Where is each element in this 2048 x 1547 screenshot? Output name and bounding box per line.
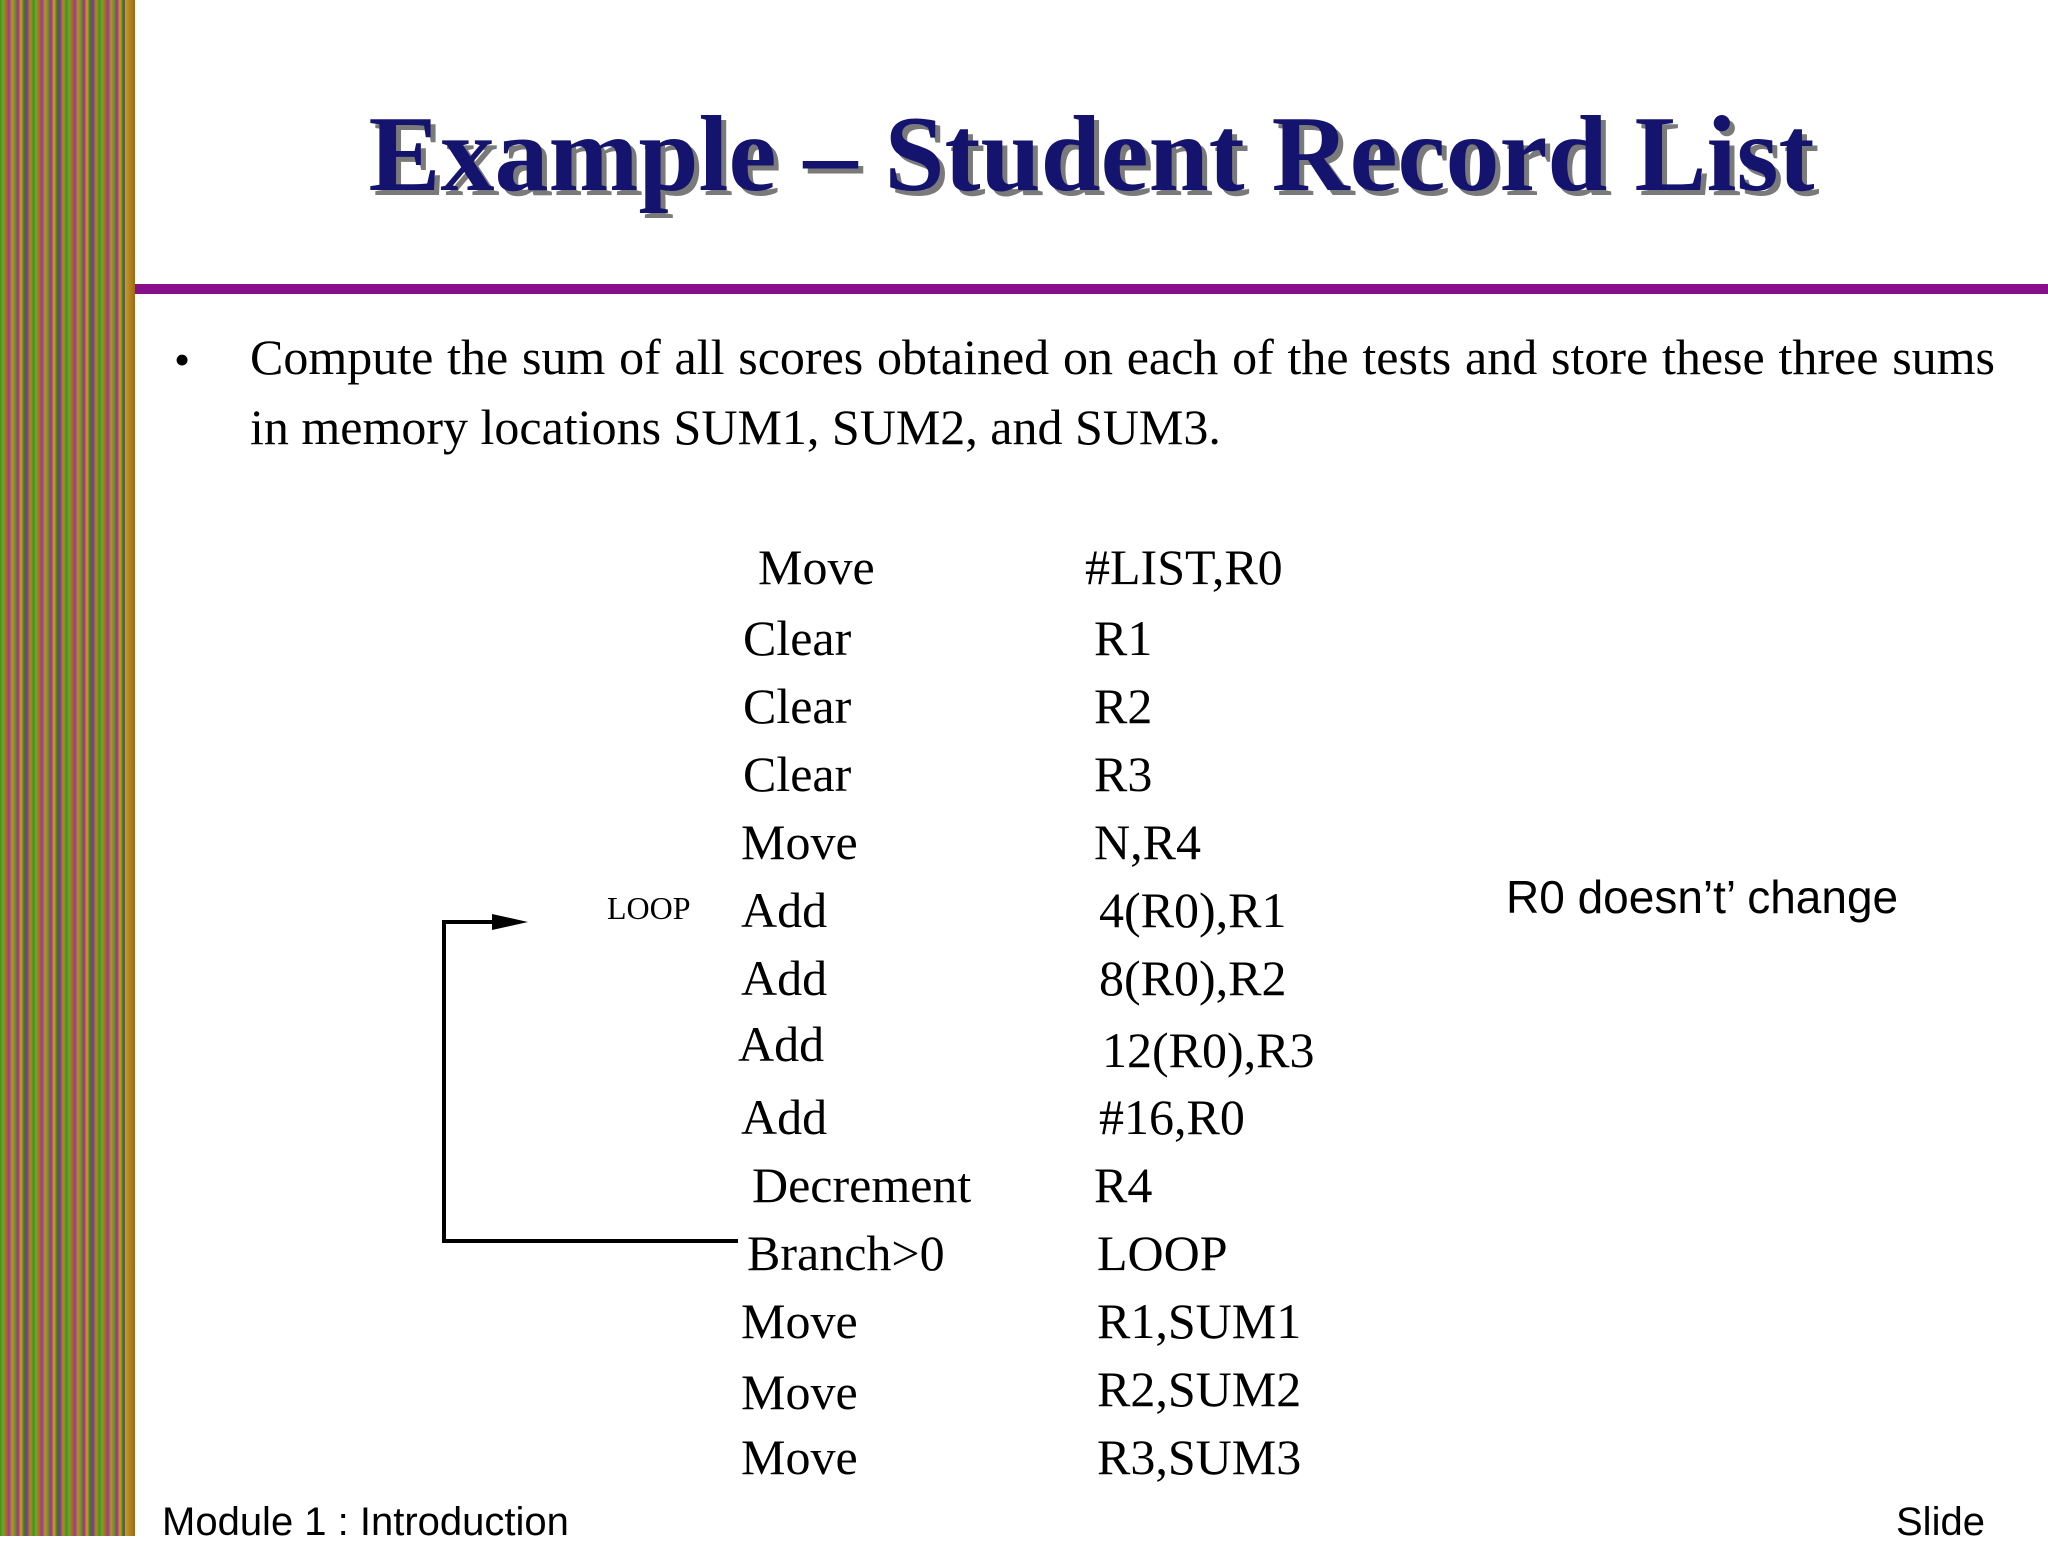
program-op: Add	[741, 882, 828, 938]
program-op: Add	[741, 950, 828, 1006]
program-op: Move	[741, 1429, 858, 1485]
program-arg: R1,SUM1	[1097, 1293, 1302, 1349]
bullet-icon: •	[174, 334, 191, 385]
decorative-side-stripes	[0, 0, 135, 1536]
program-arg: R1	[1094, 610, 1153, 666]
program-arg: R2,SUM2	[1097, 1361, 1302, 1417]
program-op: Move	[741, 1364, 858, 1420]
program-arg: #LIST,R0	[1085, 539, 1283, 595]
program-arg: 8(R0),R2	[1099, 950, 1287, 1006]
program-arg: N,R4	[1094, 814, 1201, 870]
bullet-text: Compute the sum of all scores obtained o…	[250, 329, 1995, 455]
program-op: Add	[741, 1089, 828, 1145]
slide-title: Example – Student Record List	[368, 95, 1815, 214]
program-op: Clear	[743, 746, 852, 802]
program-op: Add	[738, 1016, 825, 1072]
program-arg: #16,R0	[1099, 1089, 1245, 1145]
program-arg: 12(R0),R3	[1102, 1022, 1315, 1078]
program-op: Branch>0	[747, 1225, 945, 1281]
program-op: Move	[758, 539, 875, 595]
title-divider	[135, 284, 2048, 294]
footer-module: Module 1 : Introduction	[162, 1500, 569, 1544]
program-arg: R3,SUM3	[1097, 1429, 1302, 1485]
loop-label: LOOP	[607, 890, 691, 926]
annotation-note: R0 doesn’t’ change	[1506, 871, 1899, 923]
program-op: Move	[741, 1293, 858, 1349]
program-arg: R4	[1094, 1157, 1153, 1213]
program-op: Clear	[743, 678, 852, 734]
program-op: Clear	[743, 610, 852, 666]
program-arg: 4(R0),R1	[1099, 882, 1287, 938]
program-op: Move	[741, 814, 858, 870]
footer-slide: Slide	[1896, 1500, 1985, 1544]
program-arg: R3	[1094, 746, 1153, 802]
program-arg: R2	[1094, 678, 1153, 734]
program-op: Decrement	[752, 1157, 972, 1213]
program-arg: LOOP	[1097, 1225, 1228, 1281]
